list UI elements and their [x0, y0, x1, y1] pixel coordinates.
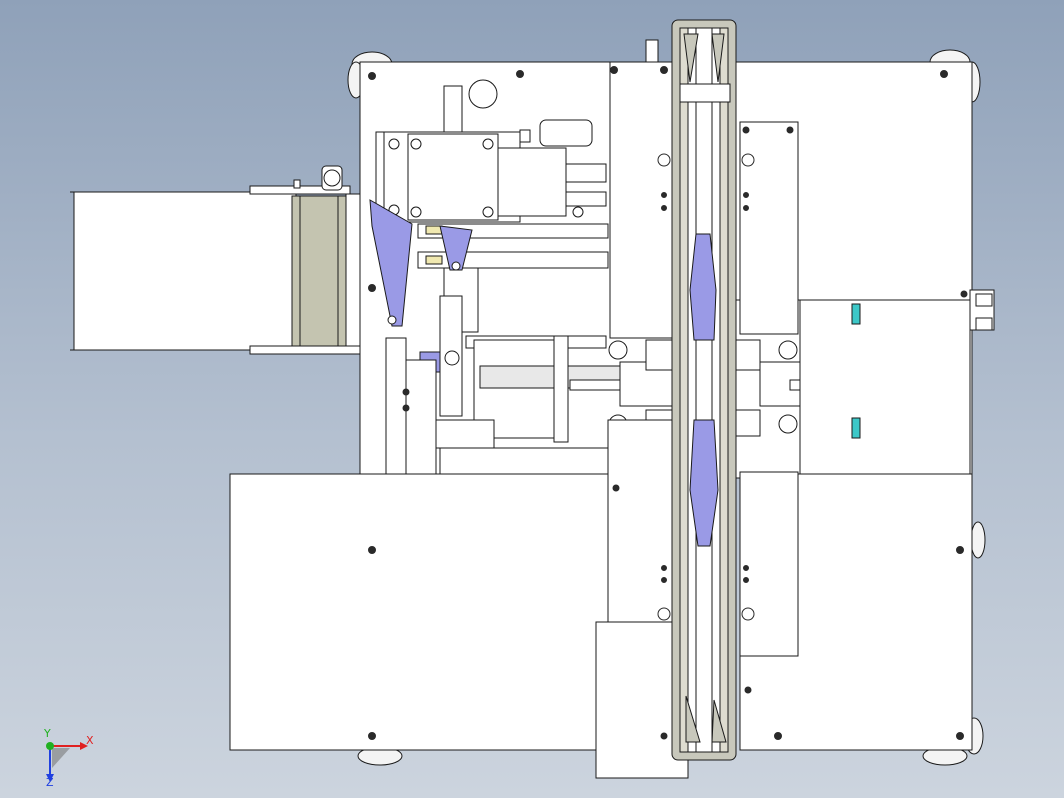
lower-left-plate: [229, 473, 611, 751]
upper-left-mechanism: [375, 79, 609, 349]
y-axis-label: Y: [43, 728, 51, 740]
right-lower-clamp-plate: [739, 471, 799, 657]
center-upper-plate: [609, 61, 673, 339]
vertical-rail-assembly: [645, 19, 737, 761]
left-feeder-module: [70, 165, 361, 355]
highlighted-vertical-lever: [689, 233, 719, 547]
fastener-holes: [368, 66, 968, 740]
axis-triad-icon: X Y Z: [43, 728, 94, 788]
highlighted-levers-left: [369, 199, 473, 373]
z-axis-label: Z: [46, 776, 54, 788]
x-axis-label: X: [86, 734, 94, 747]
